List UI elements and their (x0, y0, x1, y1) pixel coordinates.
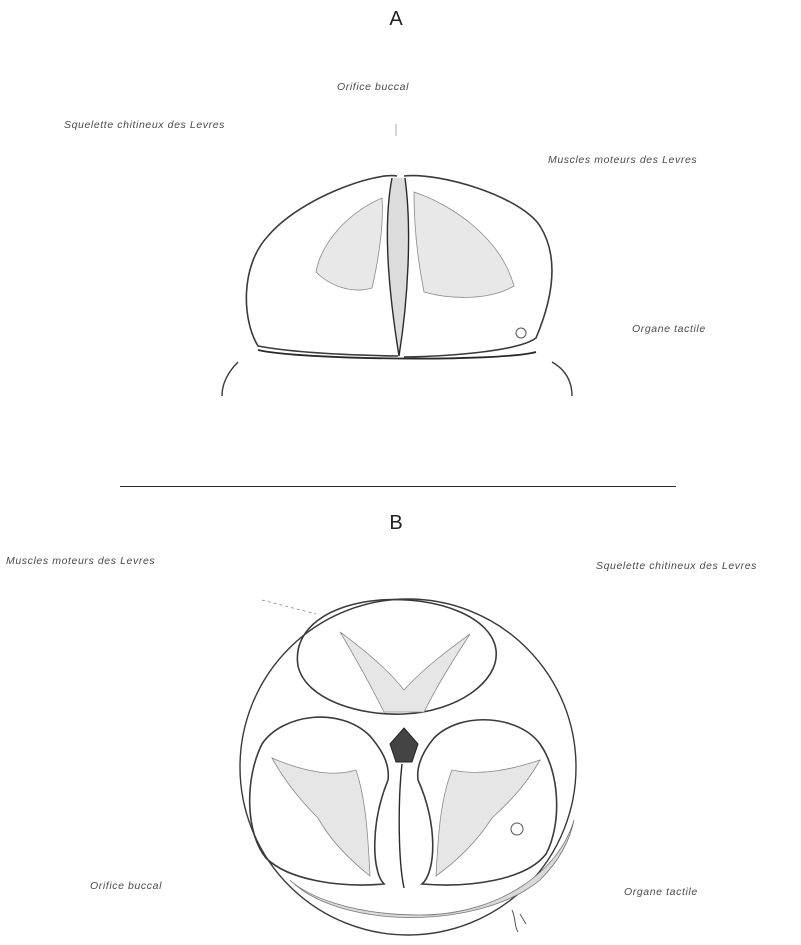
panel-b-artist-mark (512, 910, 526, 932)
panel-a-left-muscle-fibres (316, 198, 382, 290)
panel-b-left-lip-muscles (272, 758, 370, 876)
panel-b-right-lip-muscles (436, 760, 540, 876)
panel-b-mouth-orifice (390, 728, 418, 762)
panel-a-lips-illustration (0, 0, 801, 480)
panel-b-tactile-organ (511, 823, 523, 835)
panel-a-lower-right-edge (552, 362, 572, 396)
panel-b-lower-cleft (399, 764, 404, 888)
panel-b-top-lip-muscles (340, 632, 470, 712)
panel-a-right-muscle-fibres (414, 192, 514, 297)
panel-divider (120, 486, 676, 487)
panel-a-tactile-organ (516, 328, 526, 338)
panel-a-central-cleft (387, 178, 408, 356)
panel-b-lips-illustration (0, 500, 801, 945)
panel-b-leader-line (262, 600, 316, 614)
panel-a-lower-left-edge (222, 362, 238, 396)
